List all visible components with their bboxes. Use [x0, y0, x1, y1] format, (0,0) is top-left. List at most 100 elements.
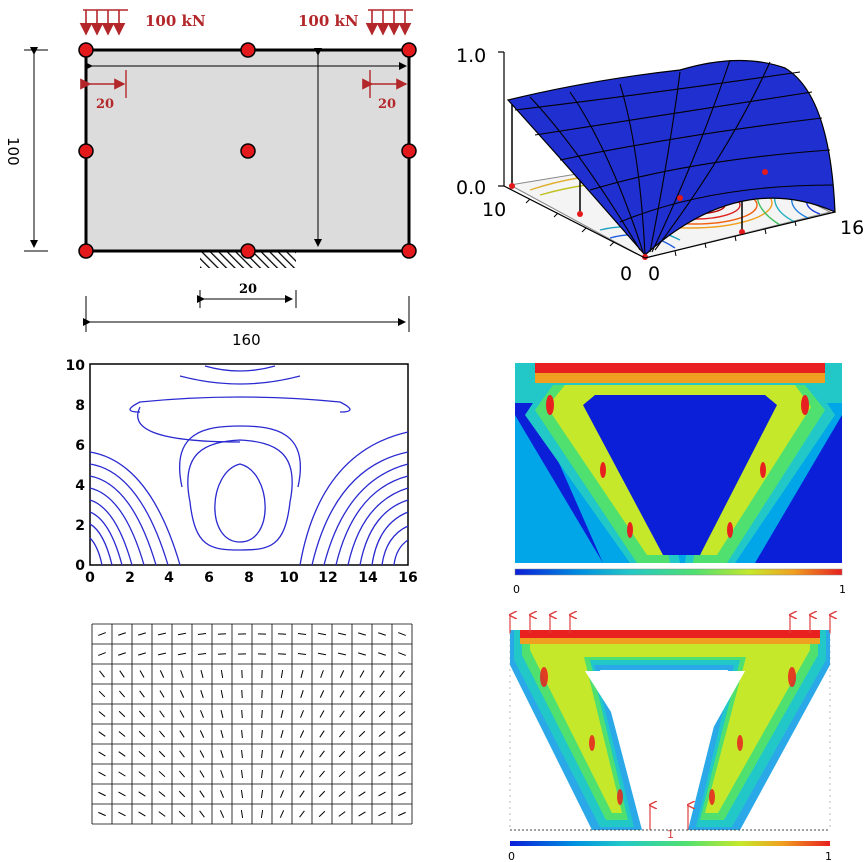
- orientation-mark: [241, 729, 243, 739]
- orientation-mark: [277, 633, 287, 635]
- orientation-mark: [199, 810, 205, 818]
- surface-plot: 1.0 0.0 10 16 0 0: [456, 45, 864, 285]
- orientation-mark: [378, 751, 386, 757]
- orientation-mark: [118, 710, 126, 718]
- stress-colorbar-min: 0: [508, 850, 515, 862]
- orientation-mark: [337, 652, 347, 656]
- orientation-mark: [220, 689, 224, 699]
- orientation-mark: [297, 653, 307, 655]
- orientation-mark: [379, 690, 385, 698]
- x-tick: 10: [279, 570, 299, 586]
- y-tick: 4: [75, 478, 85, 494]
- orientation-mark: [280, 669, 284, 679]
- orientation-mark: [300, 690, 304, 698]
- orientation-mark: [299, 750, 305, 758]
- panel-density-field: 0 1: [505, 355, 855, 600]
- orientation-mark: [378, 771, 386, 777]
- orientation-mark: [378, 811, 386, 817]
- orientation-mark: [320, 670, 324, 678]
- surface-axes: [498, 51, 836, 259]
- height-dim-label: 100: [4, 137, 22, 166]
- orientation-mark: [99, 670, 105, 678]
- orientation-mark: [138, 811, 146, 817]
- orientation-mark: [220, 709, 224, 719]
- orientation-mark: [300, 670, 304, 678]
- orientation-mark: [358, 652, 366, 656]
- panel-problem-definition: 100 kN 100 kN 20 20 100: [0, 0, 430, 350]
- width-dim-label: 160: [232, 331, 261, 349]
- load-arrows-left: [79, 9, 128, 36]
- orientation-mark: [359, 690, 365, 698]
- contour-lines: [89, 365, 409, 566]
- x-tick: 12: [318, 570, 337, 586]
- orientation-mark: [118, 751, 126, 757]
- x-tick: 8: [244, 570, 254, 586]
- orientation-mark: [339, 710, 345, 718]
- orientation-mark: [300, 710, 304, 718]
- orientation-mark: [217, 633, 227, 635]
- y-tick: 8: [75, 398, 85, 414]
- contour-y-ticks: 0 2 4 6 8 10: [66, 358, 86, 574]
- orientation-mark: [158, 791, 166, 797]
- orientation-mark: [119, 670, 125, 678]
- orientation-mark: [378, 731, 386, 737]
- orientation-mark: [200, 690, 204, 698]
- orientation-mark: [220, 669, 224, 679]
- orientation-mark: [319, 730, 325, 738]
- orientation-mark: [197, 653, 207, 655]
- orientation-mark: [199, 770, 205, 778]
- orientation-mark: [299, 790, 305, 798]
- orientation-mark: [280, 689, 284, 699]
- panel-stress-field: 1 0 1: [500, 605, 860, 862]
- orientation-mark: [179, 750, 185, 758]
- orientation-mark: [179, 710, 185, 718]
- orientation-mark: [220, 730, 224, 738]
- origin-x-label: 0: [648, 263, 660, 285]
- orientation-mark: [358, 811, 366, 817]
- axis-ticks: [525, 198, 797, 257]
- orientation-grid: [91, 623, 413, 825]
- orientation-mark: [178, 790, 186, 798]
- orientation-mark: [339, 670, 345, 678]
- orientation-mark: [180, 670, 184, 678]
- orientation-mark: [398, 632, 406, 636]
- orientation-mark: [98, 791, 106, 797]
- z-top-label: 1.0: [456, 45, 486, 67]
- orientation-mark: [240, 809, 244, 819]
- panel-orientation-grid: [90, 622, 420, 827]
- orientation-mark: [337, 632, 347, 636]
- orientation-mark: [197, 633, 207, 635]
- orientation-mark: [240, 789, 244, 799]
- orientation-mark: [241, 709, 243, 719]
- stress-load-arrows: [510, 615, 830, 830]
- y-tick: 6: [75, 438, 85, 454]
- orientation-mark: [280, 730, 284, 738]
- orientation-mark: [319, 770, 325, 778]
- orientation-mark: [358, 730, 366, 738]
- orientation-mark: [261, 709, 263, 719]
- orientation-mark: [220, 750, 224, 758]
- density-field-plot: 0 1: [513, 363, 846, 596]
- orientation-mark: [158, 770, 166, 778]
- orientation-mark: [398, 690, 406, 698]
- left-load-dim-label: 20: [96, 97, 114, 112]
- orientation-mark: [299, 810, 305, 818]
- z-bottom-label: 0.0: [456, 177, 486, 199]
- y-tick: 2: [75, 518, 85, 534]
- x-max-label: 16: [840, 217, 864, 239]
- orientation-mark: [358, 771, 366, 777]
- panel-3d-surface: 1.0 0.0 10 16 0 0: [440, 0, 866, 350]
- y-max-label: 10: [482, 199, 506, 221]
- orientation-mark: [178, 810, 186, 818]
- orientation-mark: [277, 653, 287, 655]
- orientation-mark: [158, 811, 166, 817]
- orientation-mark: [297, 633, 307, 635]
- orientation-mark: [279, 810, 285, 818]
- orientation-mark: [358, 632, 366, 636]
- orientation-mark: [177, 632, 187, 636]
- width-dimension: [83, 296, 410, 332]
- orientation-mark: [261, 689, 263, 699]
- density-hotspots: [546, 395, 809, 538]
- orientation-mark: [299, 770, 305, 778]
- orientation-mark: [200, 670, 204, 678]
